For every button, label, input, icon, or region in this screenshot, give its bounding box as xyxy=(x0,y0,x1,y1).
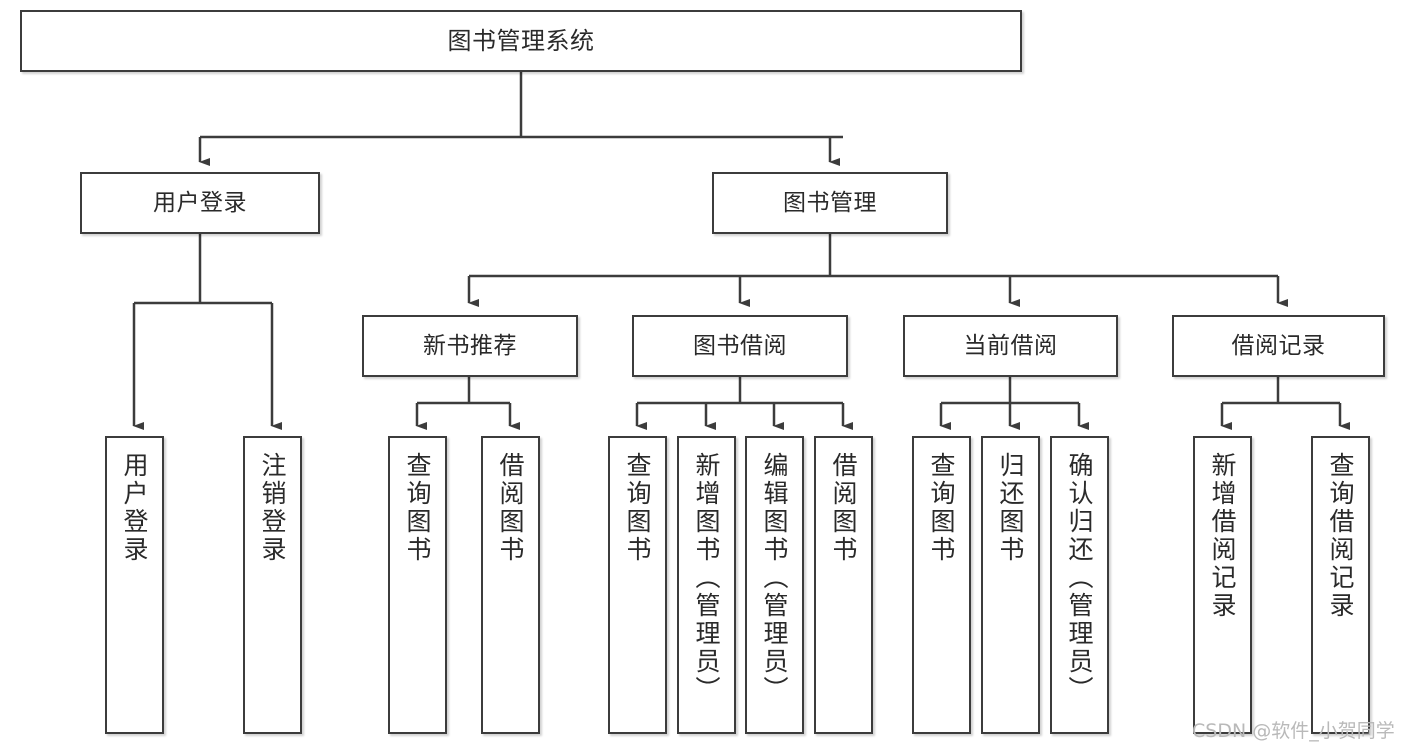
node-label: 查询图书 xyxy=(927,452,956,564)
node-label: 确认归还（管理员） xyxy=(1065,452,1094,704)
node-current-borrow[interactable]: 当前借阅 xyxy=(903,315,1118,377)
node-label: 当前借阅 xyxy=(963,332,1058,359)
leaf-borrow-record-query-record[interactable]: 查询借阅记录 xyxy=(1311,436,1370,734)
leaf-borrow-record-add-record[interactable]: 新增借阅记录 xyxy=(1193,436,1252,734)
node-new-book-recommend[interactable]: 新书推荐 xyxy=(362,315,578,377)
leaf-current-borrow-query-book[interactable]: 查询图书 xyxy=(912,436,971,734)
leaf-book-borrow-add-book-admin[interactable]: 新增图书（管理员） xyxy=(677,436,736,734)
node-label: 用户登录 xyxy=(153,189,247,216)
watermark-text: CSDN @软件_小贺同学 xyxy=(1192,720,1395,742)
leaf-current-borrow-confirm-return-admin[interactable]: 确认归还（管理员） xyxy=(1050,436,1109,734)
node-label: 图书管理系统 xyxy=(447,27,595,55)
node-label: 查询图书 xyxy=(623,452,652,564)
node-label: 新增图书（管理员） xyxy=(692,452,721,704)
node-label: 新增借阅记录 xyxy=(1208,452,1237,620)
leaf-new-book-borrow-book[interactable]: 借阅图书 xyxy=(481,436,540,734)
node-book-management[interactable]: 图书管理 xyxy=(712,172,948,234)
leaf-book-borrow-query-book[interactable]: 查询图书 xyxy=(608,436,667,734)
leaf-book-borrow-edit-book-admin[interactable]: 编辑图书（管理员） xyxy=(745,436,804,734)
node-label: 图书借阅 xyxy=(693,332,787,359)
node-label: 查询借阅记录 xyxy=(1326,452,1355,620)
node-label: 新书推荐 xyxy=(423,332,517,359)
leaf-user-login-login[interactable]: 用户登录 xyxy=(105,436,164,734)
node-user-login[interactable]: 用户登录 xyxy=(80,172,320,234)
node-book-borrow[interactable]: 图书借阅 xyxy=(632,315,848,377)
leaf-book-borrow-borrow-book[interactable]: 借阅图书 xyxy=(814,436,873,734)
node-label: 借阅图书 xyxy=(829,452,858,564)
node-label: 注销登录 xyxy=(258,452,287,564)
node-root-book-management-system[interactable]: 图书管理系统 xyxy=(20,10,1022,72)
node-label: 借阅图书 xyxy=(496,452,525,564)
node-label: 借阅记录 xyxy=(1231,332,1326,359)
node-borrow-record[interactable]: 借阅记录 xyxy=(1172,315,1385,377)
leaf-user-login-logout[interactable]: 注销登录 xyxy=(243,436,302,734)
node-label: 图书管理 xyxy=(783,189,877,216)
leaf-current-borrow-return-book[interactable]: 归还图书 xyxy=(981,436,1040,734)
node-label: 编辑图书（管理员） xyxy=(760,452,789,704)
node-label: 查询图书 xyxy=(403,452,432,564)
node-label: 用户登录 xyxy=(120,452,149,564)
leaf-new-book-query-book[interactable]: 查询图书 xyxy=(388,436,447,734)
node-label: 归还图书 xyxy=(996,452,1025,564)
